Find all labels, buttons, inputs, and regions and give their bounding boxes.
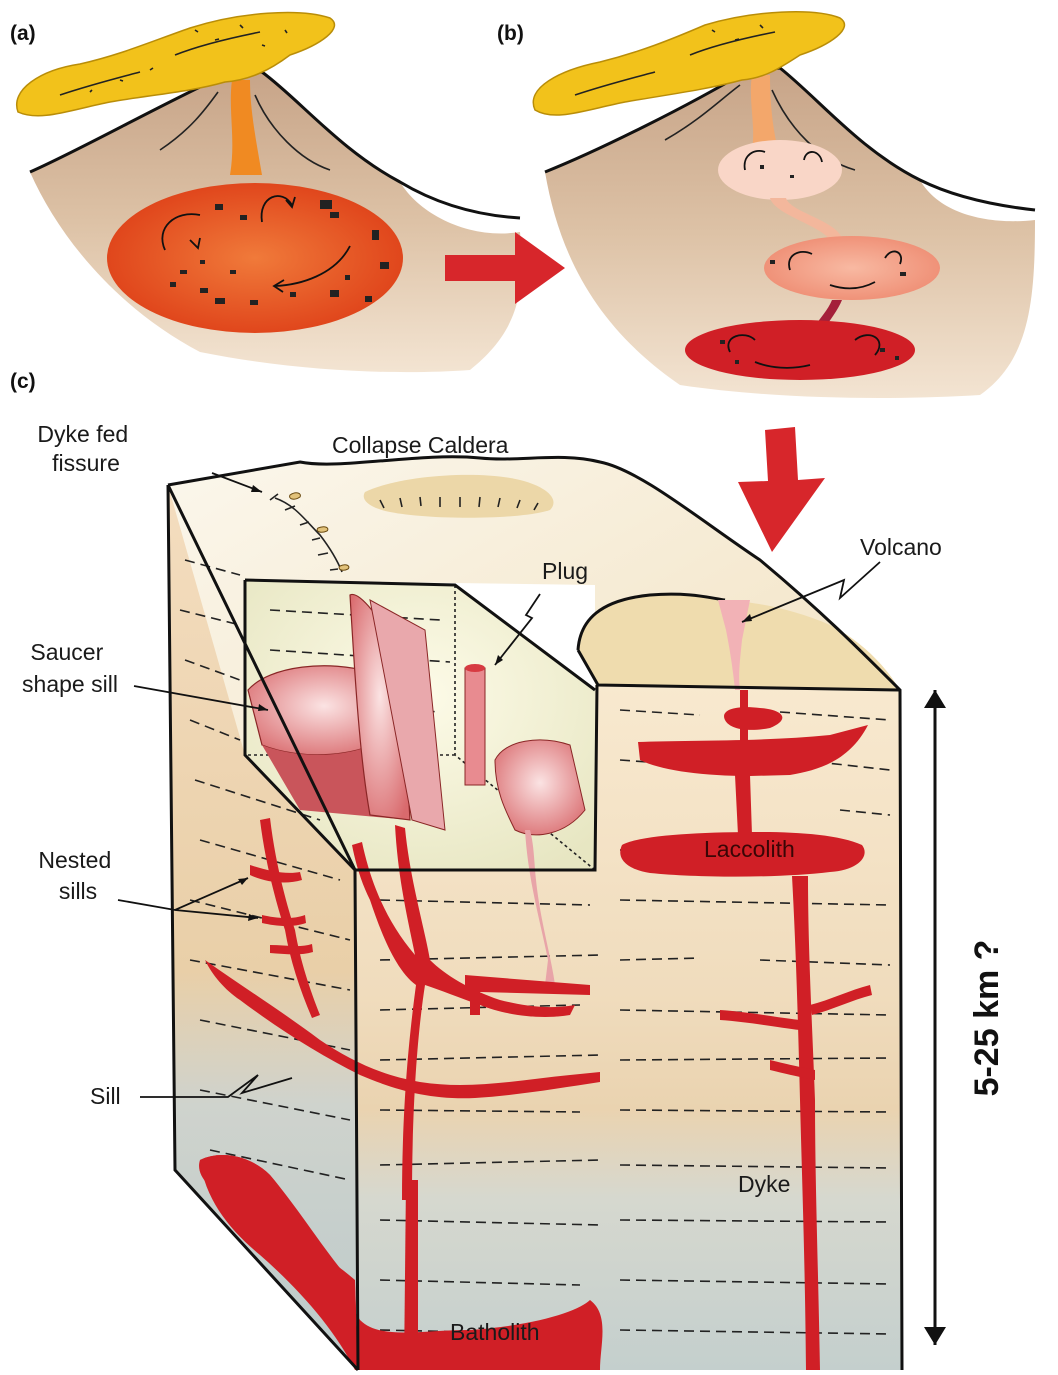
panel-a: (a) bbox=[10, 13, 522, 373]
panel-c: (c) bbox=[10, 370, 1006, 1370]
panel-b-label: (b) bbox=[497, 22, 524, 45]
magma-chamber-b-upper bbox=[718, 140, 842, 200]
magma-chamber-a bbox=[107, 183, 403, 333]
panel-c-label: (c) bbox=[10, 370, 36, 393]
depth-scale-label: 5-25 km ? bbox=[968, 940, 1006, 1097]
label-laccolith: Laccolith bbox=[704, 836, 795, 862]
label-sill: Sill bbox=[90, 1083, 121, 1109]
magma-chamber-b-middle bbox=[764, 236, 940, 300]
arrow-b-to-c bbox=[738, 427, 825, 552]
panel-b: (b) bbox=[497, 12, 1035, 398]
label-dyke-fed-fissure: Dyke fed fissure bbox=[37, 421, 134, 476]
label-batholith: Batholith bbox=[450, 1319, 540, 1345]
label-nested-sills: Nested sills bbox=[38, 847, 117, 904]
plug bbox=[465, 664, 485, 785]
label-plug: Plug bbox=[542, 558, 588, 584]
panel-a-label: (a) bbox=[10, 22, 36, 45]
label-volcano: Volcano bbox=[860, 534, 942, 560]
label-saucer-shape-sill: Saucer shape sill bbox=[22, 639, 118, 697]
label-dyke: Dyke bbox=[738, 1171, 790, 1197]
label-collapse-caldera: Collapse Caldera bbox=[332, 432, 509, 458]
